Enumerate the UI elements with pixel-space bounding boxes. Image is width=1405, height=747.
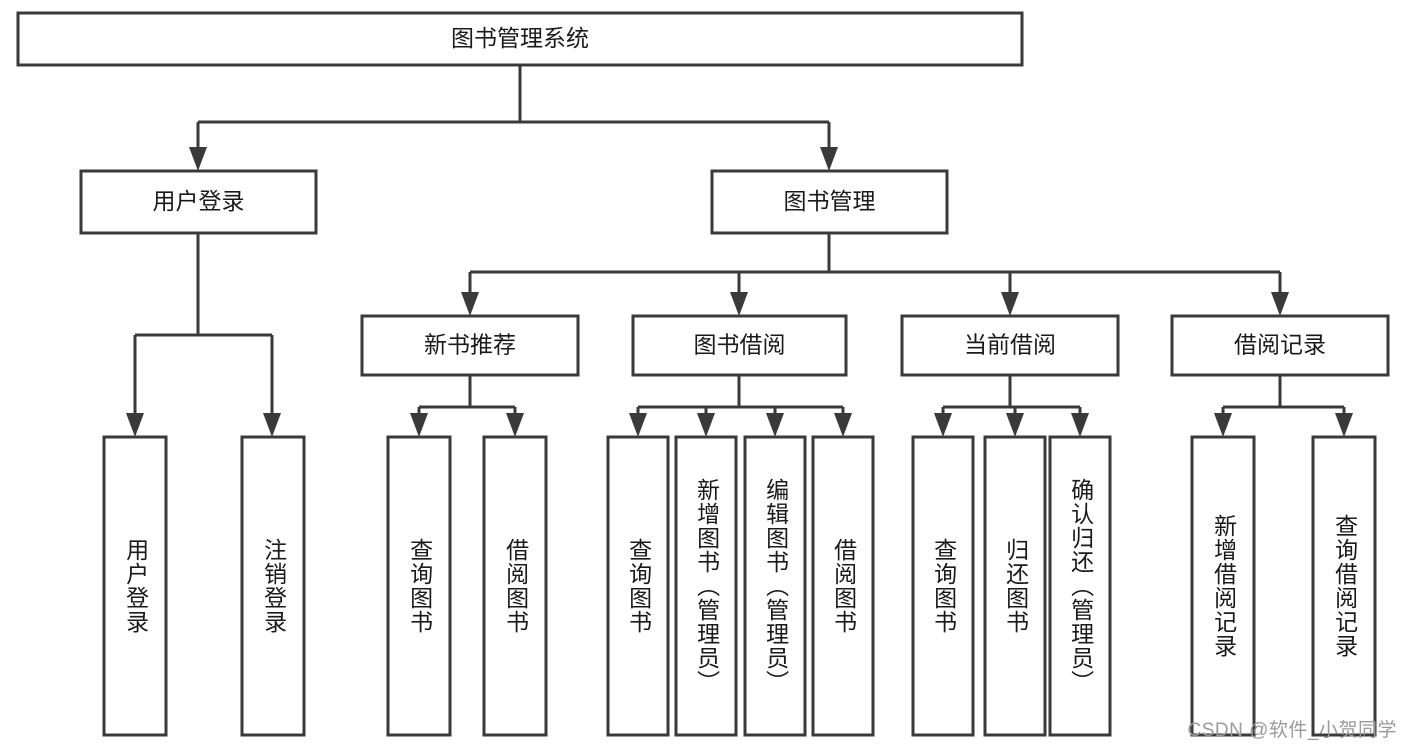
arrow-head-icon bbox=[1335, 413, 1353, 437]
node-label-new-book-recommend: 新书推荐 bbox=[424, 332, 516, 358]
connectors-layer bbox=[126, 65, 1353, 437]
arrow-head-icon bbox=[697, 413, 715, 437]
node-box-leaf-query-book-1[interactable] bbox=[386, 435, 452, 737]
arrow-head-icon bbox=[730, 292, 748, 316]
node-box-leaf-query-book-3[interactable] bbox=[911, 435, 975, 737]
arrow-head-icon bbox=[1001, 292, 1019, 316]
arrow-head-icon bbox=[766, 413, 784, 437]
node-box-user-login[interactable] bbox=[79, 169, 318, 235]
node-box-leaf-borrow-book-1[interactable] bbox=[482, 435, 548, 737]
node-box-leaf-user-login[interactable] bbox=[102, 435, 168, 737]
node-box-book-manage[interactable] bbox=[710, 169, 949, 235]
node-box-leaf-confirm-return[interactable] bbox=[1048, 435, 1112, 737]
arrow-head-icon bbox=[1071, 413, 1089, 437]
node-box-book-borrow[interactable] bbox=[631, 314, 848, 377]
arrow-head-icon bbox=[820, 147, 838, 171]
arrow-head-icon bbox=[461, 292, 479, 316]
node-label-root: 图书管理系统 bbox=[451, 25, 589, 51]
arrow-head-icon bbox=[629, 413, 647, 437]
node-box-current-borrow[interactable] bbox=[900, 314, 1120, 377]
node-label-book-borrow: 图书借阅 bbox=[694, 332, 786, 358]
arrow-head-icon bbox=[506, 413, 524, 437]
node-box-new-book-recommend[interactable] bbox=[360, 314, 580, 377]
arrow-head-icon bbox=[189, 147, 207, 171]
arrow-head-icon bbox=[934, 413, 952, 437]
arrow-head-icon bbox=[1214, 413, 1232, 437]
arrow-head-icon bbox=[263, 413, 281, 437]
node-box-leaf-logout[interactable] bbox=[240, 435, 306, 737]
node-label-borrow-record: 借阅记录 bbox=[1234, 332, 1326, 358]
node-box-leaf-add-book[interactable] bbox=[674, 435, 738, 737]
boxes-layer bbox=[16, 11, 1390, 737]
arrow-head-icon bbox=[126, 413, 144, 437]
node-box-leaf-edit-book[interactable] bbox=[743, 435, 807, 737]
watermark-text: CSDN @软件_小贺同学 bbox=[1187, 720, 1397, 741]
node-label-book-manage: 图书管理 bbox=[784, 188, 876, 214]
node-box-leaf-return-book[interactable] bbox=[983, 435, 1047, 737]
node-box-borrow-record[interactable] bbox=[1170, 314, 1390, 377]
node-box-leaf-query-record[interactable] bbox=[1311, 435, 1377, 737]
node-label-current-borrow: 当前借阅 bbox=[964, 332, 1056, 358]
node-box-leaf-borrow-book-2[interactable] bbox=[811, 435, 875, 737]
node-box-leaf-query-book-2[interactable] bbox=[606, 435, 670, 737]
node-box-root[interactable] bbox=[16, 11, 1024, 67]
node-box-leaf-add-record[interactable] bbox=[1190, 435, 1256, 737]
node-label-user-login: 用户登录 bbox=[153, 188, 245, 214]
arrow-head-icon bbox=[410, 413, 428, 437]
arrow-head-icon bbox=[1271, 292, 1289, 316]
arrow-head-icon bbox=[834, 413, 852, 437]
arrow-head-icon bbox=[1006, 413, 1024, 437]
